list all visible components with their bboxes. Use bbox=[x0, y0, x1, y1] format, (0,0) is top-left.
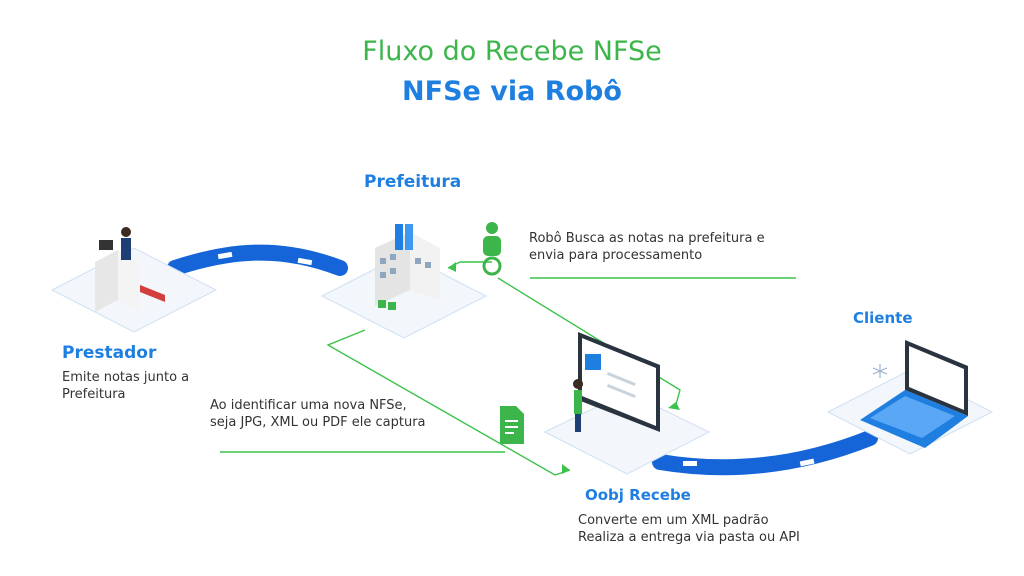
arrow-head bbox=[448, 262, 456, 272]
capture-note-line: Ao identificar uma nova NFSe, bbox=[210, 398, 407, 413]
robot-icon bbox=[482, 222, 502, 276]
prefeitura-title: Prefeitura bbox=[364, 172, 462, 192]
flow-lines bbox=[220, 261, 796, 476]
cliente-title: Cliente bbox=[853, 309, 913, 327]
document-icon bbox=[500, 406, 524, 444]
robot-note-line: envia para processamento bbox=[529, 248, 703, 263]
robot-note: Robô Busca as notas na prefeitura e envi… bbox=[529, 230, 765, 264]
prestador-title: Prestador bbox=[62, 343, 157, 363]
diagram-title: Fluxo do Recebe NFSe bbox=[362, 36, 662, 67]
oobj-title: Oobj Recebe bbox=[585, 486, 691, 504]
oobj-illustration bbox=[543, 332, 711, 475]
cliente-illustration bbox=[826, 340, 994, 455]
prestador-illustration bbox=[50, 227, 218, 333]
road-marker bbox=[297, 257, 313, 266]
arrow-head bbox=[668, 402, 680, 410]
prestador-desc-line: Emite notas junto a bbox=[62, 370, 190, 385]
prestador-description: Emite notas junto a Prefeitura bbox=[62, 369, 189, 403]
road-marker bbox=[683, 461, 697, 466]
oobj-description: Converte em um XML padrão Realiza a entr… bbox=[578, 512, 800, 546]
arrow-head bbox=[562, 464, 570, 474]
diagram-subtitle: NFSe via Robô bbox=[402, 76, 622, 107]
road-prestador-prefeitura bbox=[167, 244, 348, 276]
road-marker bbox=[799, 458, 815, 467]
oobj-desc-line: Realiza a entrega via pasta ou API bbox=[578, 530, 800, 545]
road-marker bbox=[217, 251, 233, 260]
robot-note-line: Robô Busca as notas na prefeitura e bbox=[529, 231, 765, 246]
capture-note: Ao identificar uma nova NFSe, seja JPG, … bbox=[210, 397, 426, 431]
road-oobj-cliente bbox=[652, 430, 878, 476]
oobj-desc-line: Converte em um XML padrão bbox=[578, 513, 769, 528]
prestador-desc-line: Prefeitura bbox=[62, 387, 126, 402]
capture-note-line: seja JPG, XML ou PDF ele captura bbox=[210, 415, 426, 430]
prefeitura-illustration bbox=[320, 224, 488, 339]
